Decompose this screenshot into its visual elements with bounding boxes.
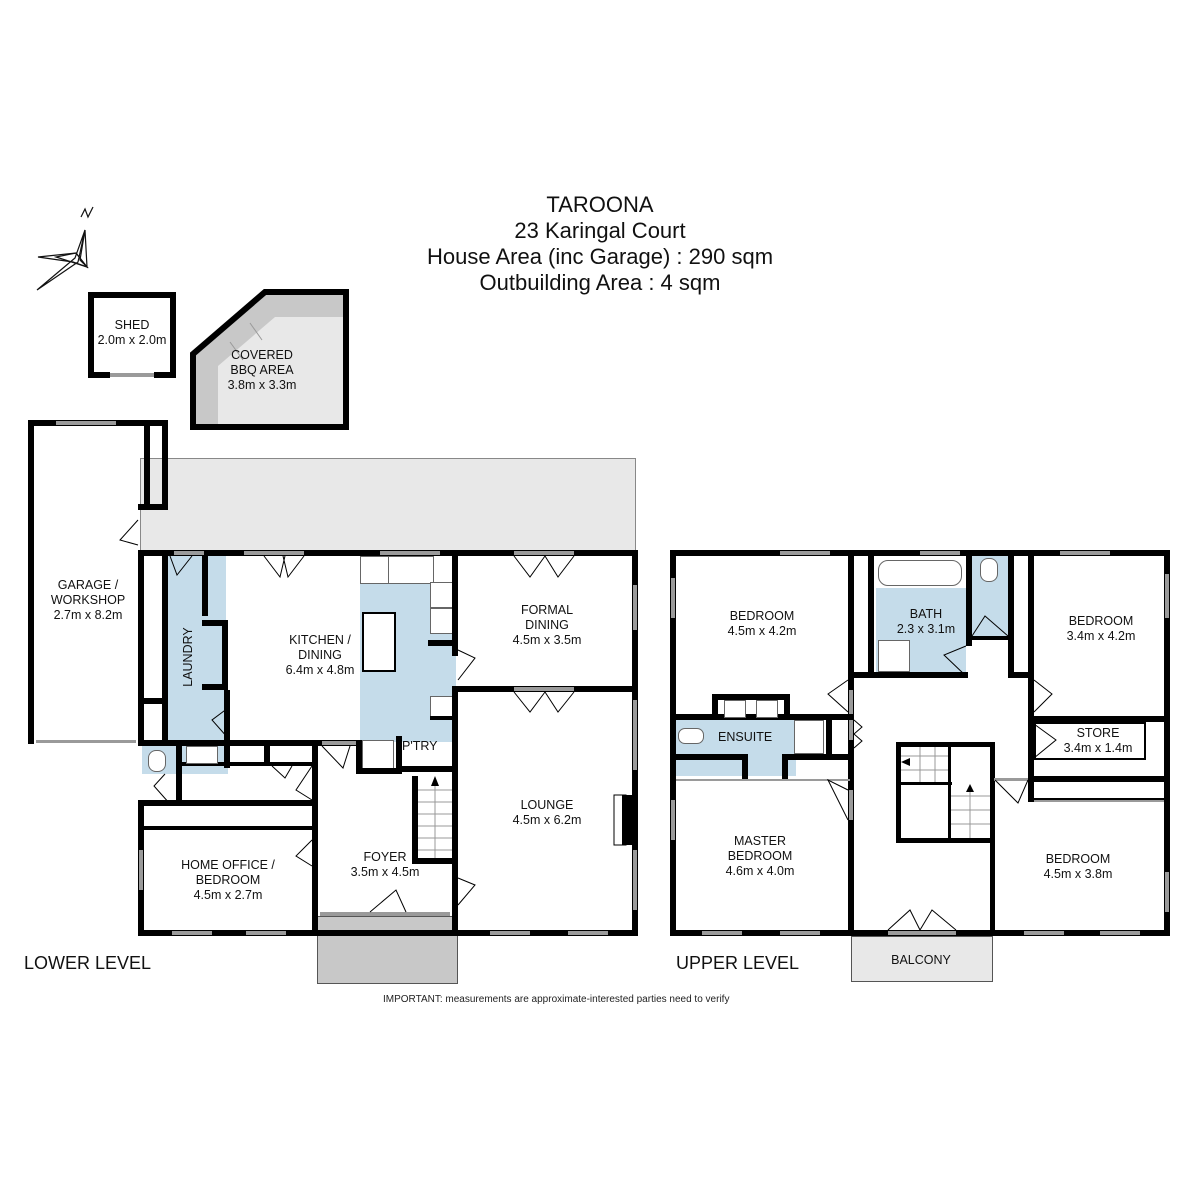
house-area-line: House Area (inc Garage) : 290 sqm (426, 244, 774, 269)
store-label: STORE 3.4m x 1.4m (1063, 726, 1133, 755)
formal-dining-label: FORMAL DINING 4.5m x 3.5m (512, 603, 582, 647)
bath-label: BATH 2.3 x 3.1m (896, 607, 956, 636)
kitchen-label: KITCHEN / DINING 6.4m x 4.8m (285, 633, 355, 677)
suburb-title: TAROONA (546, 192, 654, 217)
home-office-label: HOME OFFICE / BEDROOM 4.5m x 2.7m (181, 858, 275, 902)
garage-label: GARAGE / WORKSHOP 2.7m x 8.2m (50, 578, 126, 622)
laundry-fill (166, 553, 226, 743)
bedroom-nw-label: BEDROOM 4.5m x 4.2m (727, 609, 797, 638)
ensuite-label: ENSUITE (718, 730, 773, 744)
bedroom-ne-label: BEDROOM 3.4m x 4.2m (1066, 614, 1136, 643)
outbuilding-area-line: Outbuilding Area : 4 sqm (479, 270, 721, 295)
shed-label: SHED 2.0m x 2.0m (97, 318, 167, 347)
foyer-label: FOYER 3.5m x 4.5m (350, 850, 420, 879)
address-line: 23 Karingal Court (514, 218, 686, 243)
north-arrow-icon (36, 206, 94, 291)
measurement-disclaimer: IMPORTANT: measurements are approximate-… (383, 994, 730, 1005)
lounge-label: LOUNGE 4.5m x 6.2m (512, 798, 582, 827)
pantry-label: P'TRY (402, 739, 438, 753)
balcony-label: BALCONY (891, 953, 951, 967)
lower-level-label: LOWER LEVEL (24, 953, 152, 973)
master-bedroom-label: MASTER BEDROOM 4.6m x 4.0m (725, 834, 795, 878)
plan-title-block: TAROONA 23 Karingal Court House Area (in… (360, 192, 840, 296)
bbq-area-label: COVERED BBQ AREA 3.8m x 3.3m (227, 348, 297, 392)
upper-level-label: UPPER LEVEL (676, 953, 800, 973)
bedroom-se-label: BEDROOM 4.5m x 3.8m (1043, 852, 1113, 881)
laundry-label: LAUNDRY (180, 627, 195, 687)
